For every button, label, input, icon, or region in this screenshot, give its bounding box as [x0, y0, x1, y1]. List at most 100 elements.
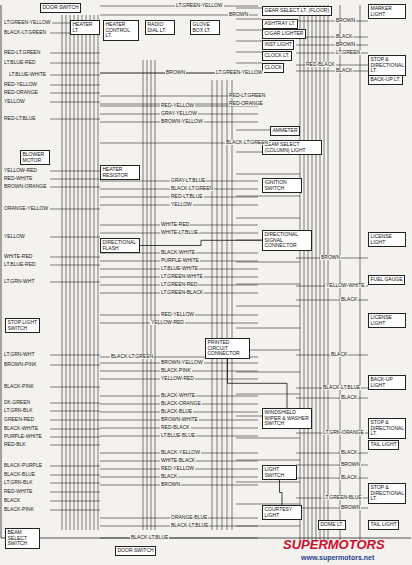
wire-color-label: BROWN	[320, 255, 341, 260]
component-box: TAIL LIGHT	[368, 520, 399, 530]
wire	[100, 477, 258, 478]
wire	[143, 60, 144, 530]
component-name: ASHTRAY LT.	[265, 21, 296, 27]
wire-color-label: BLACK	[160, 474, 178, 479]
wire-color-label: LT.GREEN-BLACK	[160, 290, 204, 295]
wire	[236, 8, 262, 9]
wire	[236, 526, 300, 527]
wire	[296, 71, 368, 72]
wire-color-label: WHITE-LT.BLUE	[160, 230, 199, 235]
wire	[316, 5, 317, 540]
component-box: GEAR SELECT LT. (FLOOR)	[262, 6, 332, 16]
wire-color-label: BROWN-YELLOW	[160, 119, 204, 124]
component-box: STOP LIGHT SWITCH	[5, 318, 40, 333]
component-box: ASHTRAY LT.	[262, 19, 298, 29]
component-name: STOP LIGHT SWITCH	[8, 320, 38, 331]
wire-color-label: BROWN-ORANGE	[3, 184, 48, 189]
wire	[236, 41, 262, 42]
wire-color-label: PURPLE-WHITE	[160, 258, 200, 263]
component-name: BEAM SELECT (COLUMN) LIGHT	[265, 142, 320, 153]
wire-color-label: BLACK	[3, 498, 21, 503]
wire	[50, 119, 100, 120]
wire-color-label: BLACK-WHITE	[160, 250, 196, 255]
wire	[50, 492, 100, 493]
component-box: DOOR SWITCH	[40, 3, 81, 13]
component-name: LICENSE LIGHT	[371, 315, 404, 326]
wire-connector	[228, 359, 288, 409]
wire	[151, 60, 152, 530]
wire-color-label: BLACK-LT.GREEN	[225, 140, 269, 145]
wire-color-label: BLACK-ORANGE	[160, 401, 202, 406]
wire-color-label: BLACK-WHITE	[160, 393, 196, 398]
component-box: HEATER CONTROL LT.	[103, 20, 139, 41]
wire	[50, 53, 100, 54]
wire-color-label: BLACK-LT.GREEN	[3, 30, 47, 35]
wire-color-label: BLACK-LT.GREEN	[110, 354, 154, 359]
wire	[296, 21, 368, 22]
component-box: DIRECTIONAL FLASH	[100, 238, 140, 253]
wire	[70, 15, 71, 530]
wire	[82, 15, 83, 530]
wire	[50, 265, 100, 266]
wire-color-label: RED-WHITE	[3, 489, 33, 494]
component-name: GLOVE BOX LT.	[193, 22, 218, 33]
wire	[62, 15, 63, 530]
wire-color-label: BLACK	[340, 297, 358, 302]
wire-color-label: LT.GREEN	[335, 50, 361, 55]
component-name: DOME LT.	[321, 522, 344, 528]
wire	[312, 5, 313, 540]
wire-color-label: RED-YELLOW	[160, 312, 195, 317]
wire-color-label: BLACK-BLUE	[3, 472, 36, 477]
wire	[50, 171, 100, 172]
component-name: FUEL GAUGE	[371, 277, 403, 283]
component-name: GEAR SELECT LT. (FLOOR)	[265, 8, 330, 14]
component-box: BEAM SELECT SWITCH	[5, 528, 40, 549]
wire-color-label: BROWN-PINK	[3, 362, 38, 367]
wire	[236, 63, 262, 64]
wire	[236, 218, 300, 219]
wire-color-label: BROWN	[340, 505, 361, 510]
wire	[50, 282, 100, 283]
wire-color-label: BLACK-PINK	[160, 368, 192, 373]
component-name: HEATER LT.	[73, 22, 98, 33]
wire-color-label: BLACK-BLUE	[160, 409, 193, 414]
component-name: DIRECTIONAL FLASH	[103, 240, 138, 251]
wire-color-label: BLACK	[340, 395, 358, 400]
component-box: LICENSE LIGHT	[368, 232, 406, 247]
wire	[1, 5, 2, 538]
wire-color-label: RED-LT.GREEN	[3, 50, 41, 55]
component-name: MARKER LIGHT	[371, 6, 404, 17]
wire-color-label: YELLOW-RED	[160, 376, 195, 381]
wire	[360, 5, 361, 540]
component-name: CIGAR LIGHTER	[265, 31, 304, 37]
component-box: RADIO DIAL LT.	[145, 20, 175, 35]
watermark: www.supermotors.net	[300, 554, 375, 561]
component-name: HEATER RESISTOR	[103, 167, 138, 178]
wire	[320, 5, 321, 540]
wire	[50, 429, 100, 430]
wire-color-label: YELLOW	[170, 202, 193, 207]
wire-color-label: RED-LT.BLUE	[3, 116, 37, 121]
wire-color-label: WHITE-BLACK	[160, 458, 196, 463]
wire	[147, 60, 148, 530]
wire	[98, 15, 99, 530]
wire	[50, 63, 100, 64]
wire	[236, 438, 300, 439]
wire	[328, 5, 329, 540]
component-box: STOP & DIRECTIONAL LT.	[368, 483, 406, 504]
wire-color-label: LT.BLUE-BLUE	[160, 433, 196, 438]
component-name: LIGHT SWITCH	[265, 467, 295, 478]
wire-color-label: BLACK-LT.BLUE	[322, 385, 361, 390]
wire-connector	[280, 480, 283, 505]
wire-color-label: PURPLE-WHITE	[3, 434, 43, 439]
component-box: IGNITION SWITCH	[262, 178, 302, 193]
wire-color-label: GREEN-RED	[3, 417, 35, 422]
component-box: COURTESY LIGHT	[262, 505, 302, 520]
wire-color-label: RED-WHITE	[3, 176, 33, 181]
wire	[78, 15, 79, 530]
wire-color-label: YELLOW-RED	[3, 168, 38, 173]
wire	[217, 80, 218, 530]
wire	[50, 437, 100, 438]
component-name: COURTESY LIGHT	[265, 507, 300, 518]
wire-color-label: LT.BLUE-RED	[3, 60, 37, 65]
